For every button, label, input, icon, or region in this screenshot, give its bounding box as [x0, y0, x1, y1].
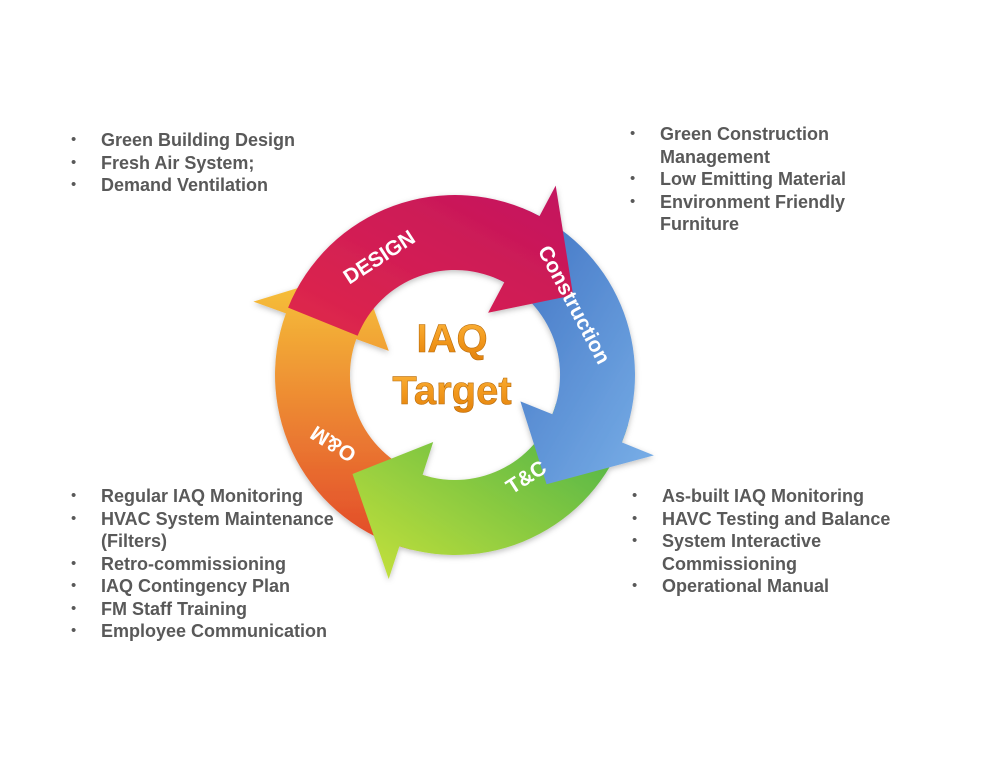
design-item: Fresh Air System; — [71, 152, 371, 175]
om-items-list: Regular IAQ Monitoring HVAC System Maint… — [71, 485, 371, 643]
tc-item: Operational Manual — [632, 575, 932, 598]
design-item: Green Building Design — [71, 129, 371, 152]
om-item: Retro-commissioning — [71, 553, 371, 576]
construction-items-list: Green Construction Management Low Emitti… — [630, 123, 890, 236]
center-title-line1: IAQ — [416, 317, 487, 361]
design-items-list: Green Building Design Fresh Air System; … — [71, 129, 371, 197]
design-arrow — [288, 185, 574, 336]
tc-item: As-built IAQ Monitoring — [632, 485, 932, 508]
om-item: Employee Communication — [71, 620, 371, 643]
tc-item: System Interactive Commissioning — [632, 530, 932, 575]
tc-items-list: As-built IAQ Monitoring HAVC Testing and… — [632, 485, 932, 598]
center-title-line2: Target — [392, 369, 511, 413]
design-item: Demand Ventilation — [71, 174, 371, 197]
construction-item: Green Construction Management — [630, 123, 890, 168]
construction-item: Environment Friendly Furniture — [630, 191, 890, 236]
om-item: FM Staff Training — [71, 598, 371, 621]
om-item: IAQ Contingency Plan — [71, 575, 371, 598]
om-item: Regular IAQ Monitoring — [71, 485, 371, 508]
tc-item: HAVC Testing and Balance — [632, 508, 932, 531]
cycle-arrows — [253, 185, 654, 579]
om-item: HVAC System Maintenance (Filters) — [71, 508, 371, 553]
construction-item: Low Emitting Material — [630, 168, 890, 191]
